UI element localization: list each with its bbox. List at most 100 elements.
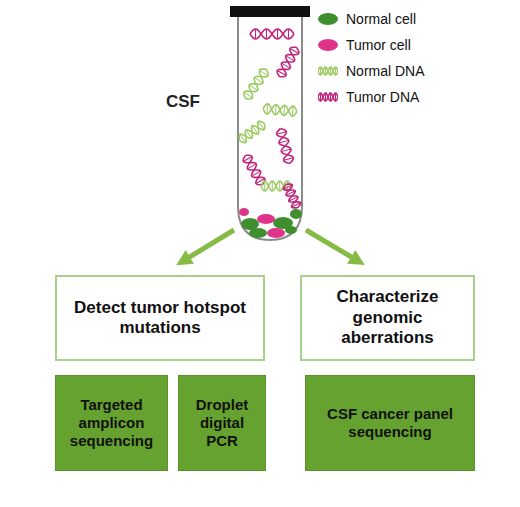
dna-strand xyxy=(242,66,271,101)
dna-rung xyxy=(248,164,257,169)
legend-entry: Normal cell xyxy=(318,6,425,32)
method-box: Droplet digital PCR xyxy=(178,375,266,471)
box-label: Characterize genomic aberrations xyxy=(302,287,473,348)
process-box: Detect tumor hotspot mutations xyxy=(55,275,265,361)
dna-rung xyxy=(252,171,261,176)
dna-strand xyxy=(318,67,338,75)
dna-strand xyxy=(275,45,301,79)
normal-cell xyxy=(290,209,302,219)
tumor-dna xyxy=(276,127,295,164)
legend-entry: Tumor DNA xyxy=(318,84,425,110)
legend-text: Tumor DNA xyxy=(346,89,419,105)
box-label: Droplet digital PCR xyxy=(179,396,265,450)
tumor-cell xyxy=(239,208,249,216)
dna-rung xyxy=(330,67,331,75)
dna-rung xyxy=(266,29,267,39)
dna-strand xyxy=(263,104,298,117)
legend-text: Tumor cell xyxy=(346,37,411,53)
normal-dna xyxy=(318,67,338,75)
method-box: Targeted amplicon sequencing xyxy=(55,375,168,471)
test-tube-node: CSF xyxy=(238,6,302,240)
dna-rung xyxy=(325,93,326,101)
dna-strand xyxy=(237,119,267,144)
box-label: Targeted amplicon sequencing xyxy=(56,396,167,450)
tumor-dna xyxy=(318,93,338,101)
dna-rung xyxy=(252,126,258,134)
dna-rung xyxy=(288,29,289,39)
dna-rung xyxy=(277,29,278,39)
dna-strand xyxy=(276,127,295,164)
legend-text: Normal cell xyxy=(346,11,416,27)
legend-swatch xyxy=(318,39,338,51)
process-box: Characterize genomic aberrations xyxy=(300,275,475,361)
tumor-dna xyxy=(250,29,294,39)
box-label: CSF cancer panel sequencing xyxy=(306,405,474,441)
dna-strand xyxy=(275,45,301,79)
dna-rung xyxy=(279,181,280,191)
legend-swatch xyxy=(318,13,338,25)
dna-strand xyxy=(242,66,271,101)
dna-rung xyxy=(284,158,294,161)
normal-dna xyxy=(242,66,271,101)
dna-rung xyxy=(330,93,331,101)
dna-rung xyxy=(266,104,268,114)
dna-rung xyxy=(277,71,286,76)
legend-entry: Tumor cell xyxy=(318,32,425,58)
tumor-cell xyxy=(257,214,275,224)
dna-rung xyxy=(289,197,298,201)
dna-rung xyxy=(275,105,277,115)
tumor-dna xyxy=(282,182,302,210)
tube-cap xyxy=(230,6,310,17)
dna-rung xyxy=(264,181,265,191)
dna-rung xyxy=(277,132,287,135)
normal-cell xyxy=(249,228,267,238)
legend-helix-icon xyxy=(318,64,338,78)
method-box: CSF cancer panel sequencing xyxy=(305,375,475,471)
box-label: Detect tumor hotspot mutations xyxy=(57,298,263,339)
dna-rung xyxy=(243,156,252,161)
dna-strand xyxy=(276,127,295,164)
legend: Normal cellTumor cellNormal DNA Tumor DNA xyxy=(318,6,425,110)
dna-strand xyxy=(318,93,338,101)
dna-strand xyxy=(250,29,294,39)
dna-rung xyxy=(283,105,285,115)
dna-rung xyxy=(240,134,246,142)
dna-rung xyxy=(244,92,252,98)
dna-helices xyxy=(237,29,302,210)
dna-strand xyxy=(250,29,294,39)
normal-cell xyxy=(285,226,297,234)
dna-rung xyxy=(283,185,292,189)
dna-rung xyxy=(272,181,273,191)
flow-arrow xyxy=(306,230,358,261)
test-tube xyxy=(230,6,310,240)
dna-strand xyxy=(263,104,298,117)
normal-dna xyxy=(263,104,298,117)
dna-rung xyxy=(335,67,336,75)
dna-rung xyxy=(325,67,326,75)
dna-rung xyxy=(286,191,295,195)
tube-body xyxy=(238,16,302,240)
dna-rung xyxy=(281,149,291,152)
dna-rung xyxy=(286,56,295,61)
dna-rung xyxy=(320,67,321,75)
dna-rung xyxy=(292,106,294,116)
dna-rung xyxy=(292,203,301,207)
dna-rung xyxy=(282,63,291,68)
dna-rung xyxy=(320,93,321,101)
dna-rung xyxy=(335,93,336,101)
tumor-dna xyxy=(275,45,301,79)
dna-rung xyxy=(249,85,257,91)
dna-rung xyxy=(279,140,289,143)
tube-label: CSF xyxy=(166,92,200,112)
dna-strand xyxy=(237,119,267,144)
dna-strand xyxy=(282,182,302,210)
dna-strand xyxy=(318,93,338,101)
legend-entry: Normal DNA xyxy=(318,58,425,84)
legend-helix-icon xyxy=(318,90,338,104)
dna-rung xyxy=(290,48,299,53)
dna-strand xyxy=(282,182,302,210)
dna-rung xyxy=(260,70,268,76)
tumor-cell xyxy=(267,228,285,238)
cell-pellet xyxy=(239,208,302,238)
